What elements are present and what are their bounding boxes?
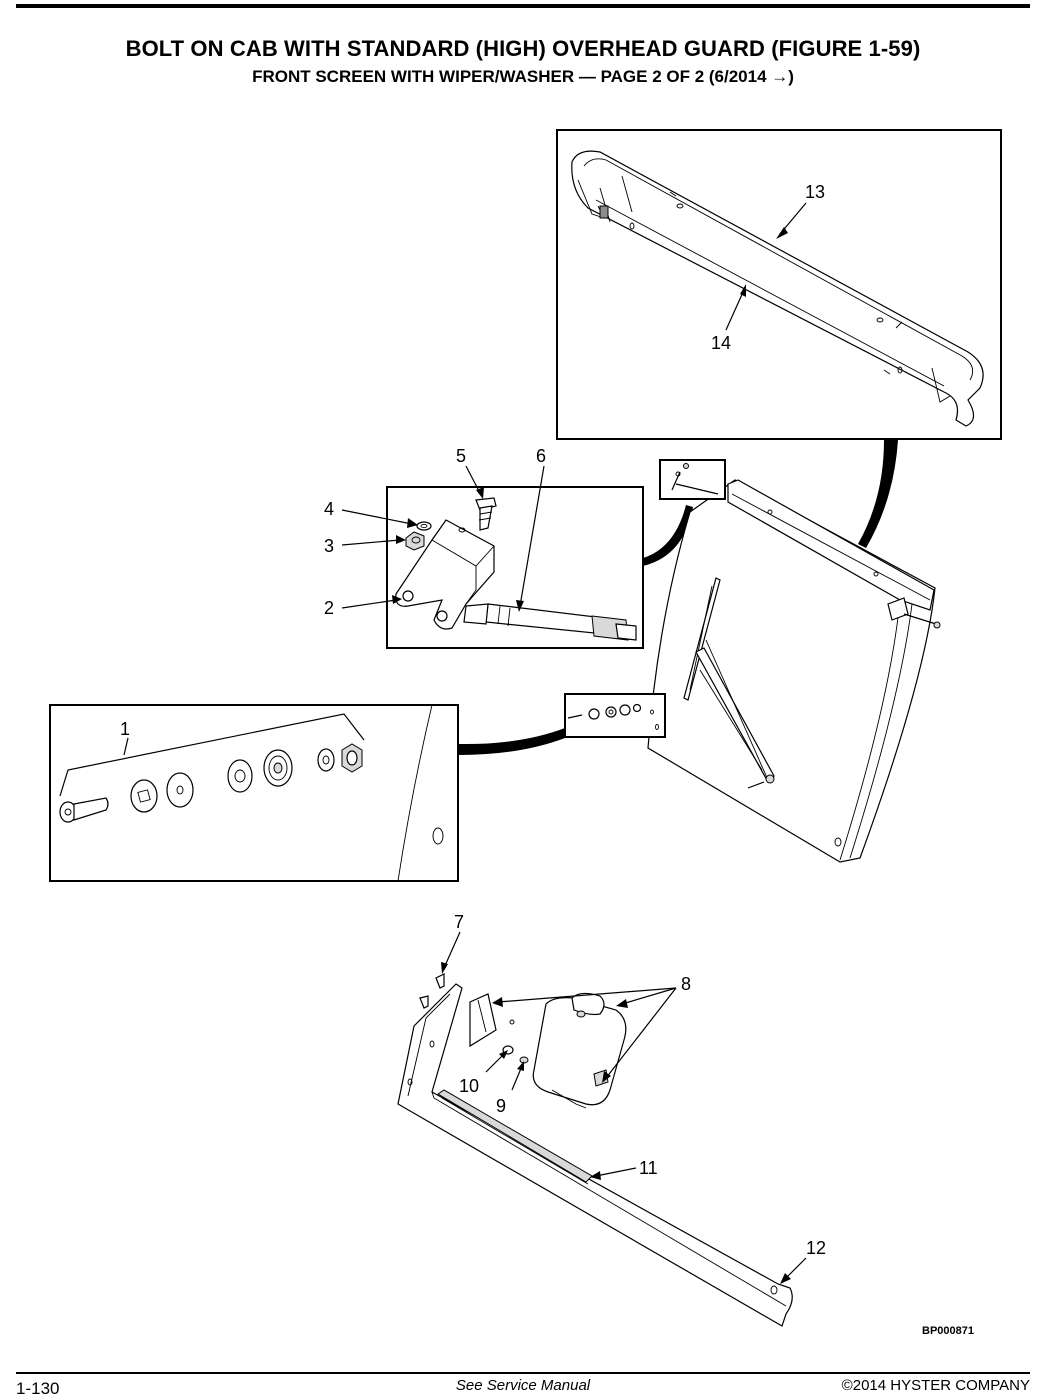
leader-4 bbox=[341, 509, 413, 525]
callout-12: 12 bbox=[806, 1238, 826, 1258]
washer-bracket-assembly bbox=[397, 973, 793, 1327]
page-number: 1-130 bbox=[16, 1379, 60, 1398]
callout-7: 7 bbox=[454, 912, 464, 932]
callout-13: 13 bbox=[805, 182, 825, 202]
bottom-rule bbox=[16, 1372, 1030, 1374]
callout-3: 3 bbox=[324, 536, 334, 556]
callout-4: 4 bbox=[324, 499, 334, 519]
leader-3 bbox=[341, 539, 401, 546]
page-subtitle: FRONT SCREEN WITH WIPER/WASHER — PAGE 2 … bbox=[252, 67, 794, 86]
copyright: ©2014 HYSTER COMPANY bbox=[841, 1377, 1030, 1394]
leader-8b bbox=[621, 987, 677, 1005]
callout-10: 10 bbox=[459, 1076, 479, 1096]
callout-2: 2 bbox=[324, 598, 334, 618]
callout-6: 6 bbox=[536, 446, 546, 466]
top-rule bbox=[16, 4, 1030, 8]
hardware-kit-parts bbox=[59, 704, 444, 882]
leader-7 bbox=[443, 931, 461, 969]
motor-bracket-part bbox=[395, 497, 637, 641]
callout-9: 9 bbox=[496, 1096, 506, 1116]
leader-1 bbox=[123, 737, 129, 756]
callout-14: 14 bbox=[711, 333, 731, 353]
leader-6 bbox=[519, 465, 545, 607]
leader-2 bbox=[341, 599, 397, 609]
leader-9 bbox=[511, 1065, 523, 1091]
header-rail-part bbox=[571, 150, 984, 427]
leader-11 bbox=[595, 1167, 637, 1177]
callout-8: 8 bbox=[681, 974, 691, 994]
detail-frame-hardware-kit bbox=[49, 704, 459, 882]
footer-note: See Service Manual bbox=[455, 1377, 591, 1394]
leader-10 bbox=[485, 1053, 505, 1073]
front-screen bbox=[647, 479, 941, 863]
drawing-id: BP000871 bbox=[922, 1325, 974, 1337]
inset-mount-parts bbox=[671, 463, 719, 495]
inset-hardware-parts bbox=[567, 703, 659, 730]
connector-band-13 bbox=[858, 440, 898, 548]
leader-8a bbox=[497, 987, 677, 1003]
leader-1-bracket bbox=[59, 713, 365, 797]
leader-14 bbox=[725, 289, 745, 331]
leader-5 bbox=[465, 465, 481, 494]
leader-8c bbox=[605, 987, 677, 1079]
callout-5: 5 bbox=[456, 446, 466, 466]
callout-1: 1 bbox=[120, 719, 130, 739]
callout-11: 11 bbox=[639, 1158, 658, 1178]
connector-band-1 bbox=[459, 728, 565, 755]
page-title: BOLT ON CAB WITH STANDARD (HIGH) OVERHEA… bbox=[125, 36, 921, 61]
